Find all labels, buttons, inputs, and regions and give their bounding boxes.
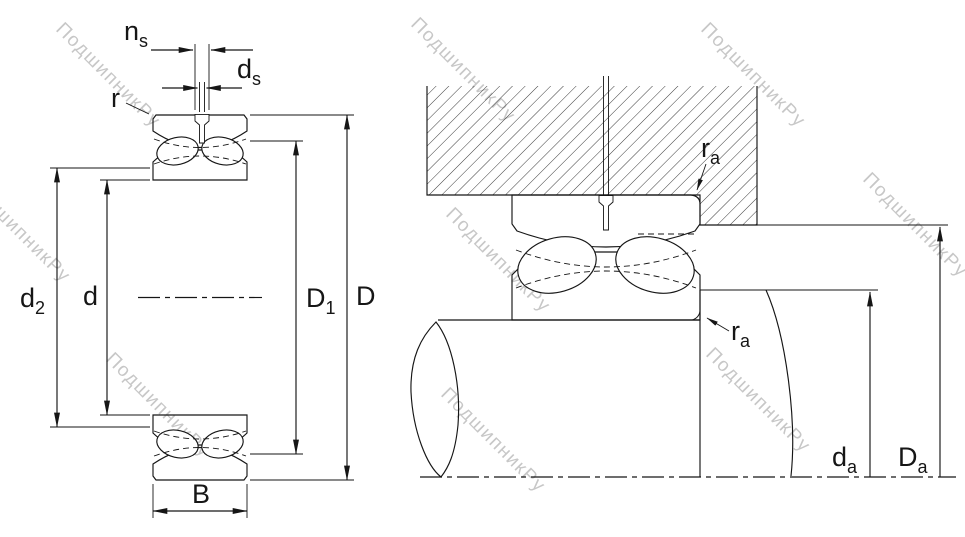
housing-section: [427, 86, 757, 225]
dimension-ds: ds: [162, 54, 261, 112]
cage-line: [515, 249, 697, 268]
radius-r-callout: r: [111, 83, 150, 115]
dim-label-ns: ns: [124, 16, 148, 51]
dimension-da: da: [700, 289, 878, 477]
dimension-Da: Da: [757, 224, 948, 477]
ra-shaft-callout: ra: [706, 316, 751, 351]
dim-label-Da: Da: [898, 442, 929, 477]
bearing-half-section: [152, 114, 248, 181]
dimension-d2: d2: [20, 167, 150, 428]
dim-label-ra-shaft: ra: [731, 316, 751, 351]
outer-ring-section: [511, 194, 701, 248]
dim-label-d2: d2: [20, 283, 45, 318]
outer-ring-section: [152, 114, 248, 149]
dimension-B: B: [152, 479, 248, 518]
cage-line: [153, 138, 247, 148]
dim-label-ds: ds: [237, 54, 261, 89]
dim-label-r: r: [111, 83, 120, 113]
dim-label-B: B: [192, 479, 210, 509]
dimension-D: D: [250, 114, 376, 481]
dim-label-D: D: [356, 281, 376, 311]
left-view-bearing-section: d2 d D1 D B: [20, 16, 376, 518]
oil-hole: [603, 76, 609, 195]
barrel-roller: [156, 136, 199, 166]
dimension-D1: D1: [250, 140, 336, 455]
barrel-roller: [615, 236, 695, 294]
barrel-roller: [201, 136, 244, 166]
dimension-d: d: [83, 179, 150, 416]
cage-line: [153, 155, 247, 165]
shaft-shoulder-fillet: [691, 310, 701, 321]
right-view-mounted-bearing: ra ra da Da: [410, 76, 956, 478]
dim-label-d: d: [83, 281, 98, 311]
lubrication-hole-detail: [194, 113, 210, 144]
dim-label-ra-housing: ra: [701, 133, 721, 168]
lubrication-hole-detail: [598, 195, 614, 231]
dimension-ns: ns: [124, 16, 253, 110]
watermark-text: ПодшипникРу: [0, 174, 75, 287]
dim-label-D1: D1: [306, 283, 336, 318]
shaft-shoulder-break-curve: [765, 289, 794, 477]
watermark-text: ПодшипникРу: [436, 384, 549, 497]
watermark-text: ПодшипникРу: [701, 344, 814, 457]
dim-label-da: da: [832, 442, 858, 477]
cage-line: [515, 270, 697, 289]
barrel-roller: [517, 236, 597, 294]
ra-housing-callout: ra: [696, 133, 721, 191]
